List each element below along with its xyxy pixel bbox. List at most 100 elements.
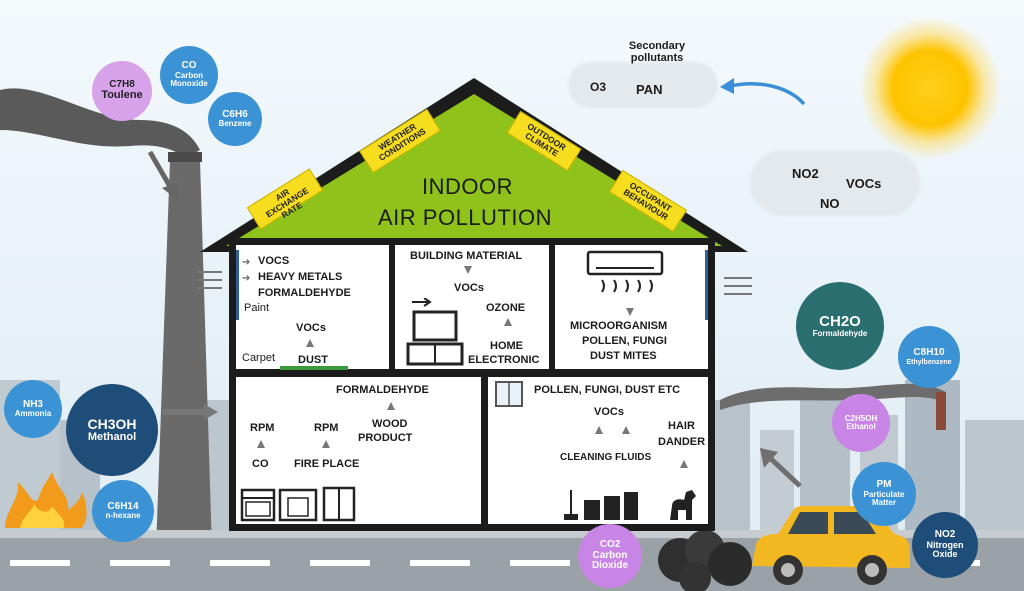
o3-label: O3: [590, 80, 607, 94]
r4-co: CO: [252, 458, 269, 470]
secondary-pollutants-label: Secondary pollutants: [628, 40, 686, 64]
r4-wood: WOOD: [372, 418, 408, 430]
bubble-ethylbenzene-name: Ethylbenzene: [906, 358, 952, 366]
bubble-ammonia-formula: NH3: [22, 398, 43, 410]
r3-pollen: POLLEN, FUNGI: [582, 335, 667, 347]
bubble-co2: CO2 Carbon Dioxide: [578, 524, 642, 588]
r2-home: HOME: [490, 340, 523, 352]
bubble-toluene: C7H8 Toulene: [92, 61, 152, 121]
bubble-hexane-formula: C6H14: [107, 500, 139, 512]
window-icon: [495, 381, 523, 407]
bubble-particulate-matter: PM Particulate Matter: [852, 462, 916, 526]
bubble-formaldehyde: CH2O Formaldehyde: [796, 282, 884, 370]
bubble-ethanol-formula: C2H5OH: [844, 413, 878, 423]
bubble-no2-name: Nitrogen Oxide: [926, 539, 964, 560]
bubble-ammonia-name: Ammonia: [14, 409, 52, 419]
r1-carpet: Carpet: [242, 352, 276, 364]
bubble-ch2o-formula: CH2O: [819, 312, 861, 330]
bubble-hexane-name: n-hexane: [105, 511, 141, 521]
r4-arrow-up-2-icon: [257, 440, 265, 448]
bubble-carbon-monoxide: CO Carbon Monoxide: [160, 46, 218, 104]
r4-arrow-up-1-icon: [387, 402, 395, 410]
arrow-methanol-right-icon: [162, 404, 218, 420]
bubble-methanol-formula: CH3OH: [87, 415, 137, 432]
r3-microorganism: MICROORGANISM: [570, 320, 668, 332]
r1-vocs2: VOCs: [296, 322, 326, 334]
r4-product: PRODUCT: [358, 432, 413, 444]
bubble-ethanol: C2H5OH Ethanol: [832, 394, 890, 452]
bubble-ammonia: NH3 Ammonia: [4, 380, 62, 438]
r1-arrow-2-icon: ➔: [242, 273, 251, 284]
bubble-toluene-formula: C7H8: [109, 78, 135, 90]
pan-label: PAN: [636, 82, 663, 97]
cloud-top: [568, 62, 718, 108]
tv-cabinet-icon: [406, 298, 464, 366]
r2-electronic: ELECTRONIC: [468, 354, 540, 366]
r4-fire-place: FIRE PLACE: [294, 458, 360, 470]
bubble-co2-name: Carbon Dioxide: [591, 549, 629, 572]
bubble-benzene-name: Benzene: [218, 119, 252, 129]
bubble-ch2o-name: Formaldehyde: [812, 328, 868, 338]
r5-pollen: POLLEN, FUNGI, DUST ETC: [534, 384, 681, 396]
r2-arrow-down-icon: [464, 266, 472, 274]
title-line1: INDOOR: [422, 174, 513, 199]
room-paint-carpet: [236, 245, 389, 369]
r4-formaldehyde: FORMALDEHYDE: [336, 384, 429, 396]
bubble-co2-formula: CO2: [599, 539, 621, 551]
bubble-co-name: Carbon Monoxide: [170, 70, 208, 89]
no2-label: NO2: [792, 166, 819, 181]
r4-rpm-1: RPM: [250, 422, 275, 434]
r2-vocs: VOCs: [454, 282, 484, 294]
bubble-ethylbenzene: C8H10 Ethylbenzene: [898, 326, 960, 388]
r5-vocs: VOCs: [594, 406, 624, 418]
r5-hair: HAIR: [668, 420, 695, 432]
wind-lines-right-icon: [724, 277, 752, 295]
r1-carpet-strip: [280, 366, 348, 370]
r5-cleaning-fluids: CLEANING FLUIDS: [560, 452, 652, 463]
bubble-pm-formula: PM: [876, 479, 892, 491]
r1-dust: DUST: [298, 354, 328, 366]
bubble-hexane: C6H14 n-hexane: [92, 480, 154, 542]
bubble-nitrogen-oxide: NO2 Nitrogen Oxide: [912, 512, 978, 578]
r1-blue-edge: [236, 250, 239, 320]
stove-fireplace-cabinet-icons: [240, 486, 356, 522]
bubble-benzene-formula: C6H6: [222, 108, 248, 120]
cleaning-products-icon: [564, 490, 638, 520]
car-exhaust-smoke: [658, 530, 752, 591]
wind-lines-left-icon: [198, 271, 222, 289]
bubble-toluene-name: Toulene: [101, 89, 143, 102]
r3-dust-mites: DUST MITES: [590, 350, 657, 362]
r1-arrow-1-icon: ➔: [242, 257, 251, 268]
r4-arrow-up-3-icon: [322, 440, 330, 448]
arrow-to-secondary-icon: [720, 78, 806, 106]
r3-blue-edge: [705, 250, 708, 320]
r1-paint: Paint: [244, 302, 270, 314]
bubble-methanol: CH3OH Methanol: [66, 384, 158, 476]
factory-chimney: [0, 88, 212, 550]
bubble-no2-formula: NO2: [934, 529, 956, 541]
vocs-label: VOCs: [846, 176, 882, 191]
no-label: NO: [820, 196, 840, 211]
bubble-methanol-name: Methanol: [87, 430, 137, 443]
right-smoke: [720, 383, 946, 430]
bubble-benzene: C6H6 Benzene: [208, 92, 262, 146]
r5-arrow-up-3-icon: [680, 460, 688, 468]
r1-vocs: VOCS: [258, 255, 290, 267]
air-conditioner-icon: [586, 250, 664, 293]
r4-rpm-2: RPM: [314, 422, 339, 434]
sun-icon: [860, 18, 1000, 158]
r1-arrow-up-icon: [306, 339, 314, 347]
room-cleaning: [488, 377, 708, 524]
r2-arrow-up-icon: [504, 318, 512, 326]
r5-arrow-up-2-icon: [622, 426, 630, 434]
dog-icon: [670, 490, 696, 520]
r5-dander: DANDER: [658, 436, 706, 448]
arrow-chimney-down-icon: [147, 150, 180, 202]
title-line2: AIR POLLUTION: [378, 205, 552, 230]
bubble-ethylbenzene-formula: C8H10: [913, 347, 945, 359]
arrow-car-up-icon: [760, 448, 802, 488]
r2-building-material: BUILDING MATERIAL: [410, 250, 523, 262]
r5-arrow-up-1-icon: [595, 426, 603, 434]
room-formaldehyde: [236, 377, 481, 524]
